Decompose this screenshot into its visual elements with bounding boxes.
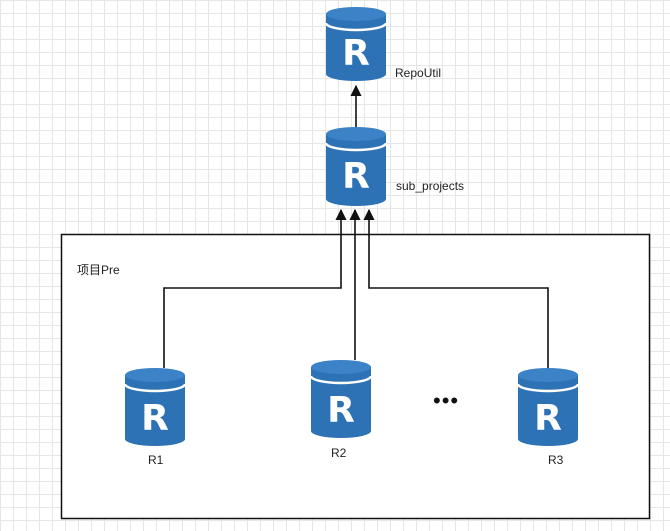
sub-projects-db-letter: R	[342, 156, 370, 197]
r3-db-icon[interactable]: R	[516, 368, 580, 446]
group-label: 项目Pre	[77, 263, 120, 277]
edge-r1-to-subprojects	[163, 208, 347, 368]
r2-db-letter: R	[327, 390, 355, 431]
r1-db-letter: R	[141, 398, 169, 439]
r3-label: R3	[548, 453, 564, 467]
edge-r3-to-subprojects	[363, 208, 549, 368]
r2-label: R2	[331, 446, 347, 460]
r1-db-icon[interactable]: R	[123, 368, 187, 446]
sub-projects-db-icon[interactable]: R	[324, 127, 388, 206]
connectors	[163, 84, 549, 368]
r1-label: R1	[148, 453, 164, 467]
r2-db-icon[interactable]: R	[309, 360, 373, 438]
repo-util-db-icon[interactable]: R	[324, 7, 388, 81]
repo-util-db-letter: R	[342, 33, 370, 74]
repo-util-label: RepoUtil	[395, 66, 442, 80]
r3-db-letter: R	[534, 398, 562, 439]
sub-projects-label: sub_projects	[396, 179, 465, 193]
ellipsis-more-icon: •••	[433, 388, 460, 413]
